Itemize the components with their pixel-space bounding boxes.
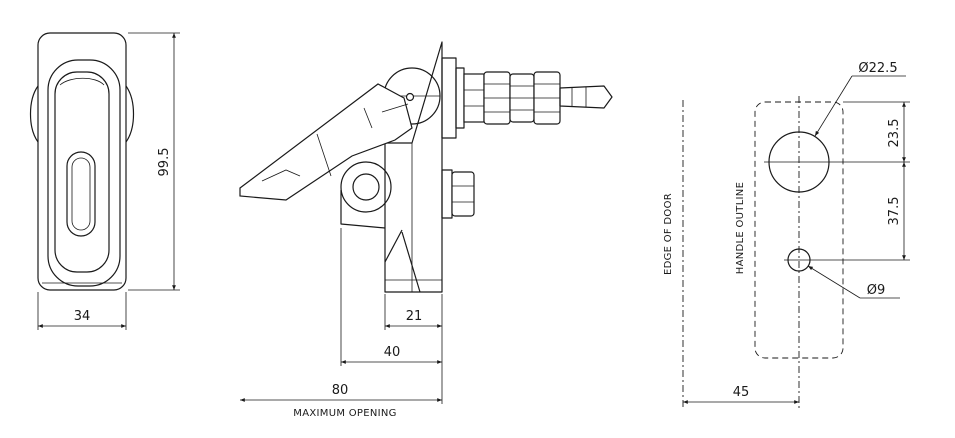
dim-width-21: 21 <box>406 309 423 324</box>
front-handle-body <box>47 59 121 287</box>
front-left-bulge <box>29 85 39 143</box>
cutout-view: EDGE OF DOOR HANDLE OUTLINE Ø22.5 Ø9 23.… <box>663 61 910 408</box>
front-handle-inner <box>54 71 110 273</box>
side-lower-nut <box>451 171 475 217</box>
front-slot <box>66 151 96 237</box>
front-right-bulge <box>125 85 135 143</box>
side-view: 21 40 80 MAXIMUM OPENING <box>239 41 613 419</box>
side-nut-1 <box>463 73 485 123</box>
front-plate <box>37 32 127 291</box>
handle-outline <box>754 101 844 359</box>
label-edge-of-door: EDGE OF DOOR <box>663 193 674 275</box>
label-maximum-opening: MAXIMUM OPENING <box>293 408 396 419</box>
front-view: 34 99.5 <box>29 32 180 330</box>
label-handle-outline: HANDLE OUTLINE <box>735 182 746 274</box>
dim-width-40: 40 <box>384 345 401 360</box>
dim-dia-22-5: Ø22.5 <box>858 61 897 76</box>
side-lever <box>239 83 413 201</box>
side-body <box>384 41 443 293</box>
dim-gap-37-5: 37.5 <box>887 197 902 226</box>
side-eye-ring <box>340 161 392 213</box>
dim-width-80: 80 <box>332 383 349 398</box>
dim-width-34: 34 <box>74 309 91 324</box>
dim-gap-23-5: 23.5 <box>887 119 902 148</box>
side-shaft <box>559 85 613 109</box>
dim-offset-45: 45 <box>733 385 750 400</box>
dim-height-99-5: 99.5 <box>157 148 172 177</box>
dim-dia-9: Ø9 <box>867 283 886 298</box>
